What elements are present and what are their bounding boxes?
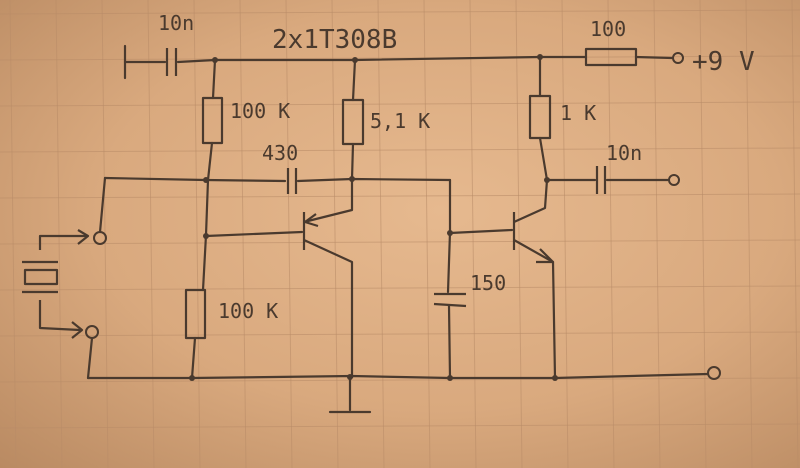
wire-collector1-bottom <box>350 142 355 181</box>
wire-ground-rail <box>86 372 710 380</box>
label-c-output: 10n <box>606 141 642 165</box>
wire-base2 <box>448 228 514 235</box>
grid-line-vertical <box>745 0 753 468</box>
capacitor-feedback-430 <box>286 168 298 194</box>
label-c-input: 10n <box>158 11 194 35</box>
label-r-collector1: 5,1 K <box>370 109 430 133</box>
junction-dots <box>189 54 558 381</box>
wire-bias-top <box>211 58 217 100</box>
output-terminal <box>668 174 680 186</box>
grid-line-horizontal <box>0 331 800 337</box>
resistor-collector2-1k <box>528 94 552 140</box>
grid-line-horizontal <box>0 285 800 291</box>
wire-collector2-bottom <box>538 136 549 182</box>
label-r-bias-bottom: 100 K <box>218 299 278 323</box>
wire-feedback-right <box>296 177 452 183</box>
wire-feedback-left <box>103 176 287 183</box>
wire-probe-top <box>98 176 107 234</box>
grid-line-vertical <box>193 0 201 468</box>
capacitor-load-150 <box>433 292 467 308</box>
grid-line-horizontal <box>0 193 800 199</box>
ground-terminal-right <box>707 366 721 380</box>
grid-line-vertical <box>561 0 569 468</box>
wire-c150-top <box>446 178 452 294</box>
wire-supply-lead <box>634 55 674 60</box>
probe-terminal-top <box>93 231 107 245</box>
grid-line-horizontal <box>0 423 800 429</box>
crystal-resonator <box>22 229 90 339</box>
probe-terminal-bottom <box>85 325 99 339</box>
grid-line-vertical <box>377 0 385 468</box>
wire-bias-bottom <box>190 336 197 380</box>
grid-line-vertical <box>285 0 293 468</box>
grid-line-horizontal <box>0 55 800 61</box>
label-r-collector2: 1 K <box>560 101 596 125</box>
resistor-bias-bottom-100k <box>184 288 207 340</box>
grid-line-vertical <box>791 0 799 468</box>
wire-bias-mid <box>201 141 214 292</box>
wire-base1 <box>204 230 304 238</box>
label-supply: +9 V <box>692 47 755 77</box>
label-c-load: 150 <box>470 271 506 295</box>
resistor-collector1-5k1 <box>341 98 365 146</box>
supply-terminal <box>672 52 684 64</box>
grid-line-vertical <box>699 0 707 468</box>
grid-line-vertical <box>331 0 339 468</box>
grid-line-horizontal <box>0 239 800 245</box>
wire-collector1-top <box>351 58 357 102</box>
grid-line-horizontal <box>0 101 800 107</box>
capacitor-input-10n <box>165 48 178 76</box>
resistor-supply-100 <box>584 47 638 67</box>
grid-line-vertical <box>147 0 155 468</box>
title-label: 2x1T308B <box>272 25 397 55</box>
grid-line-vertical <box>515 0 523 468</box>
grid-line-vertical <box>653 0 661 468</box>
label-r-bias-top: 100 K <box>230 99 290 123</box>
transistor-2 <box>512 179 557 379</box>
grid-line-vertical <box>469 0 477 468</box>
grid-line-horizontal <box>0 377 800 383</box>
grid-line-horizontal <box>0 147 800 153</box>
grid-line-vertical <box>423 0 431 468</box>
wire-c150-bottom <box>447 304 452 380</box>
grid-line-vertical <box>9 0 17 468</box>
transistor-1 <box>302 179 354 378</box>
grid-line-horizontal <box>0 9 800 15</box>
wire-top-rail <box>176 55 587 64</box>
grid-line-vertical <box>607 0 615 468</box>
label-r-supply: 100 <box>590 17 626 41</box>
wire-probe-bottom <box>86 336 94 380</box>
resistor-bias-top-100k <box>201 96 224 145</box>
label-c-feedback: 430 <box>262 141 298 165</box>
grid-line-vertical <box>55 0 63 468</box>
capacitor-output-10n <box>595 166 607 194</box>
